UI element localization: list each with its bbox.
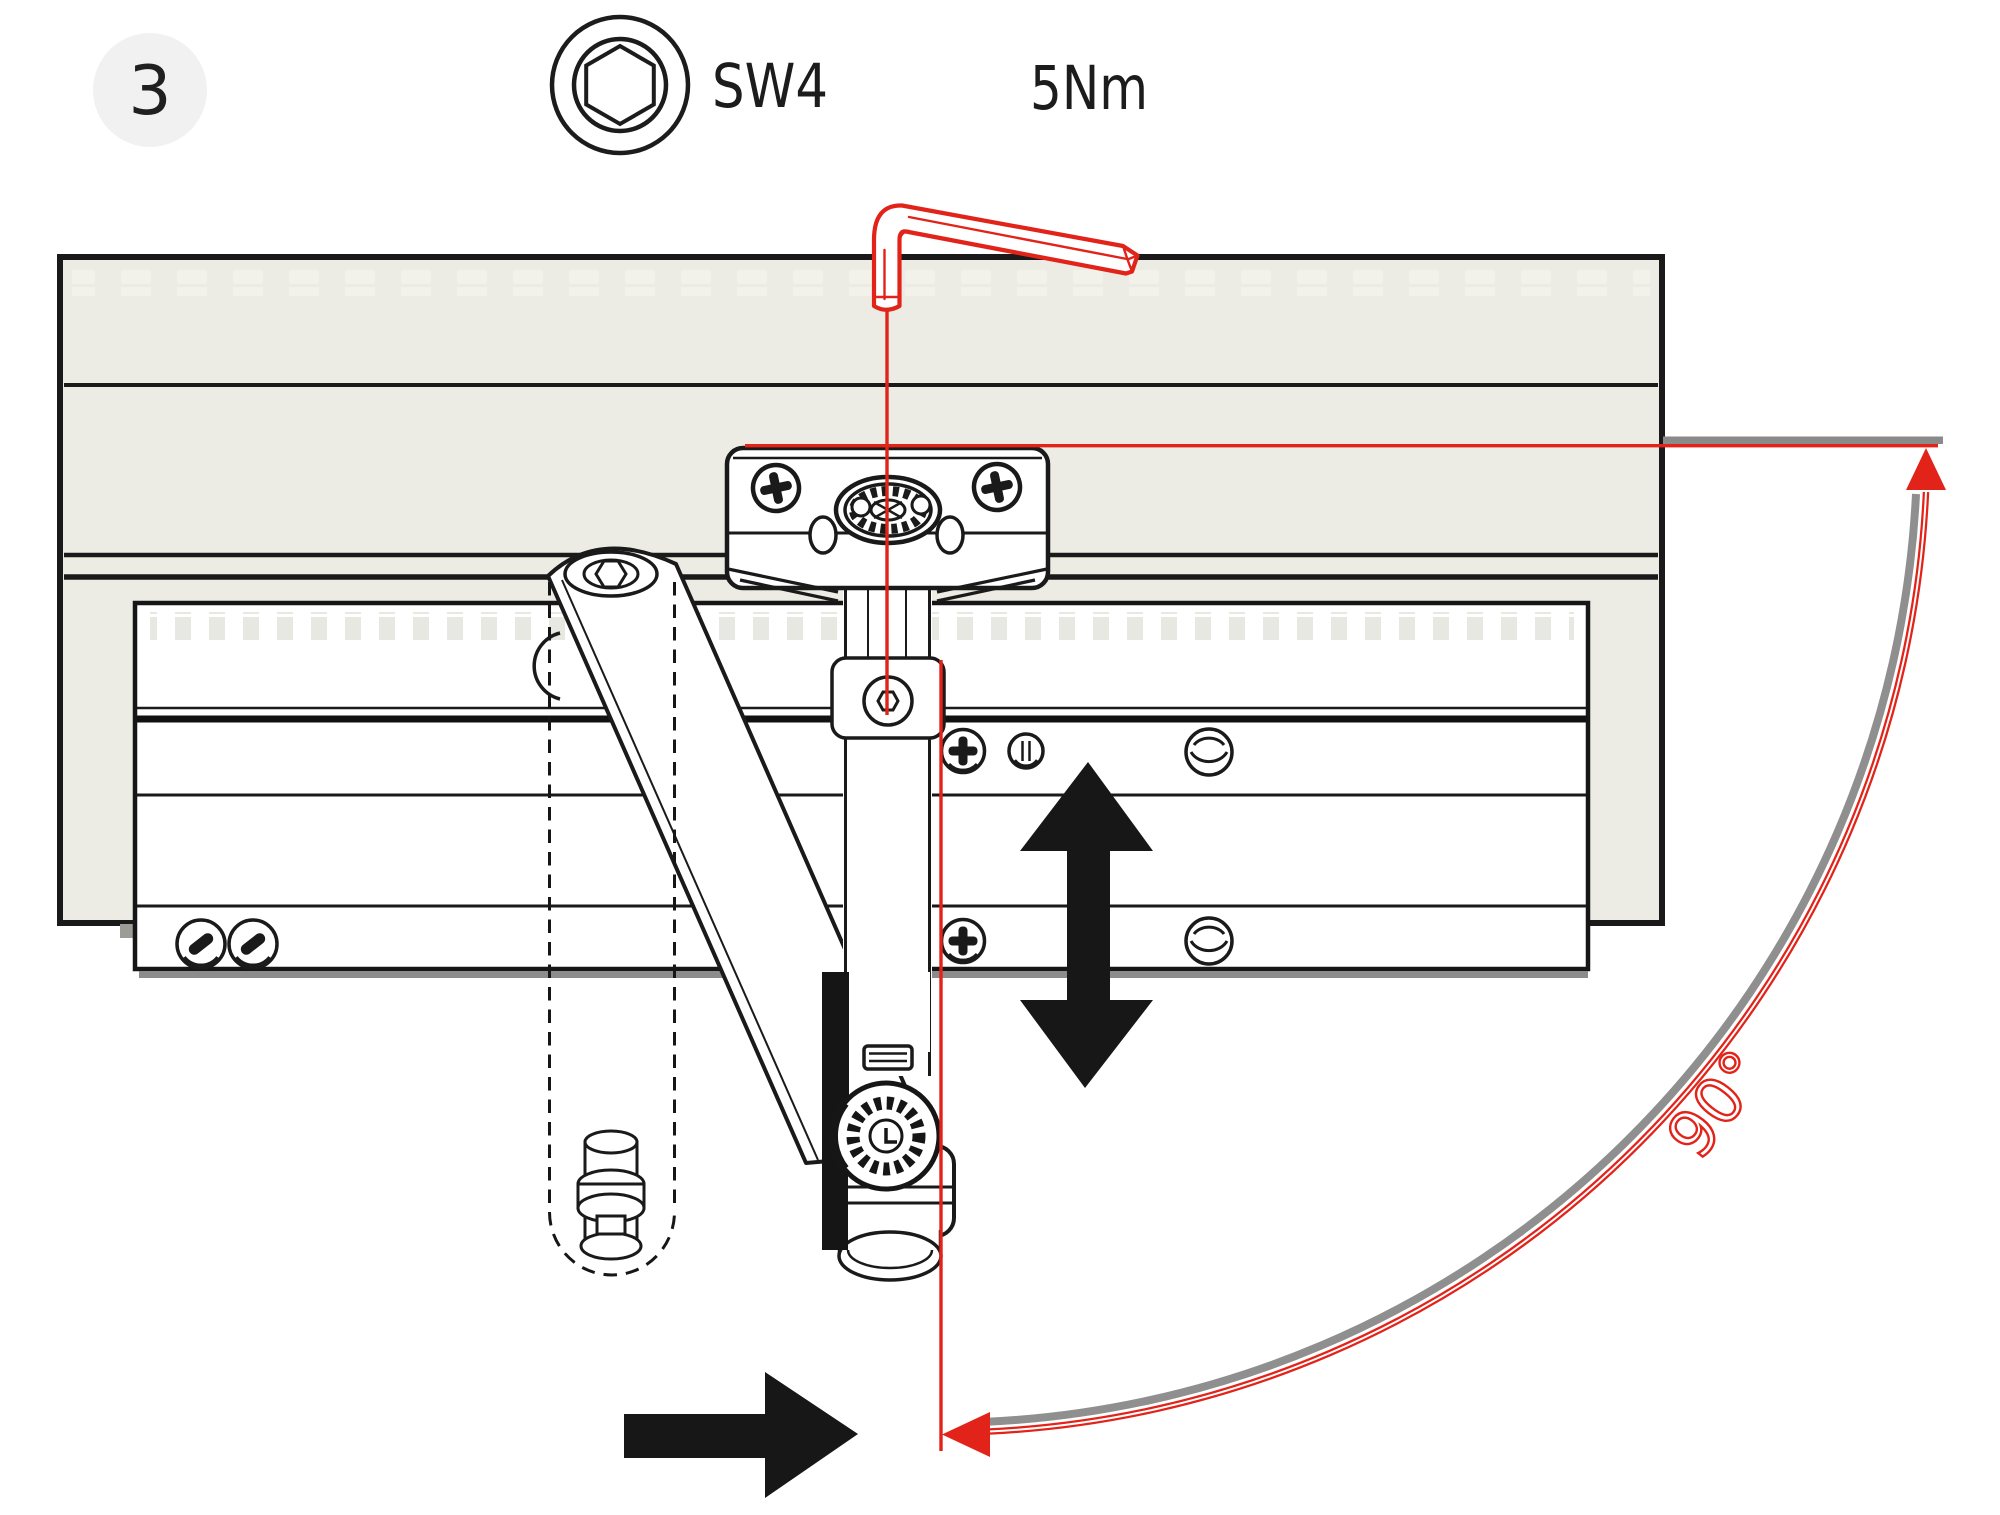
screw-icon: [1184, 727, 1234, 777]
angle-label: 90°: [1653, 1038, 1781, 1173]
plate-wings: [727, 567, 1048, 603]
torque-label: 5Nm: [1030, 53, 1148, 124]
closer-foot: [822, 1080, 956, 1282]
up-down-arrow-icon: [1020, 762, 1153, 1088]
plate-pin: [808, 515, 838, 555]
adjustment-spindle: [576, 1129, 646, 1261]
tool-size-label: SW4: [712, 51, 828, 122]
push-right-arrow-icon: [624, 1372, 858, 1498]
header: 3 SW4 5Nm: [93, 14, 1148, 156]
column-vent-slot: [862, 1044, 914, 1071]
allen-key-icon: [871, 203, 1140, 312]
screw-icon: [1184, 916, 1234, 966]
screw-icon: [1007, 732, 1045, 770]
pinion-disc: [828, 1080, 942, 1192]
plate-screw: [971, 461, 1023, 513]
horizontal-dimension-line: [745, 444, 1938, 448]
step-number: 3: [128, 52, 171, 131]
screw-icon: [939, 727, 987, 775]
hex-socket-icon: [549, 14, 691, 156]
screw-icon: [227, 918, 279, 970]
arc-arrowhead-left: [942, 1412, 990, 1457]
dimension-shadow: [1663, 436, 1943, 444]
plate-screw: [750, 462, 802, 514]
arc-arrowhead-up: [1906, 448, 1946, 490]
hex-socket-pivot: [594, 559, 628, 589]
arc-shadow: [982, 493, 1920, 1426]
vertical-dimension-line: [939, 660, 943, 1451]
panel-vent-marks: [72, 270, 1650, 296]
screw-icon: [175, 918, 227, 970]
screw-icon: [939, 917, 987, 965]
hidden-slide-channel: [548, 582, 676, 1277]
step-badge: [93, 33, 207, 147]
plate-pin: [935, 515, 965, 555]
tool-axis-line: [885, 306, 889, 715]
